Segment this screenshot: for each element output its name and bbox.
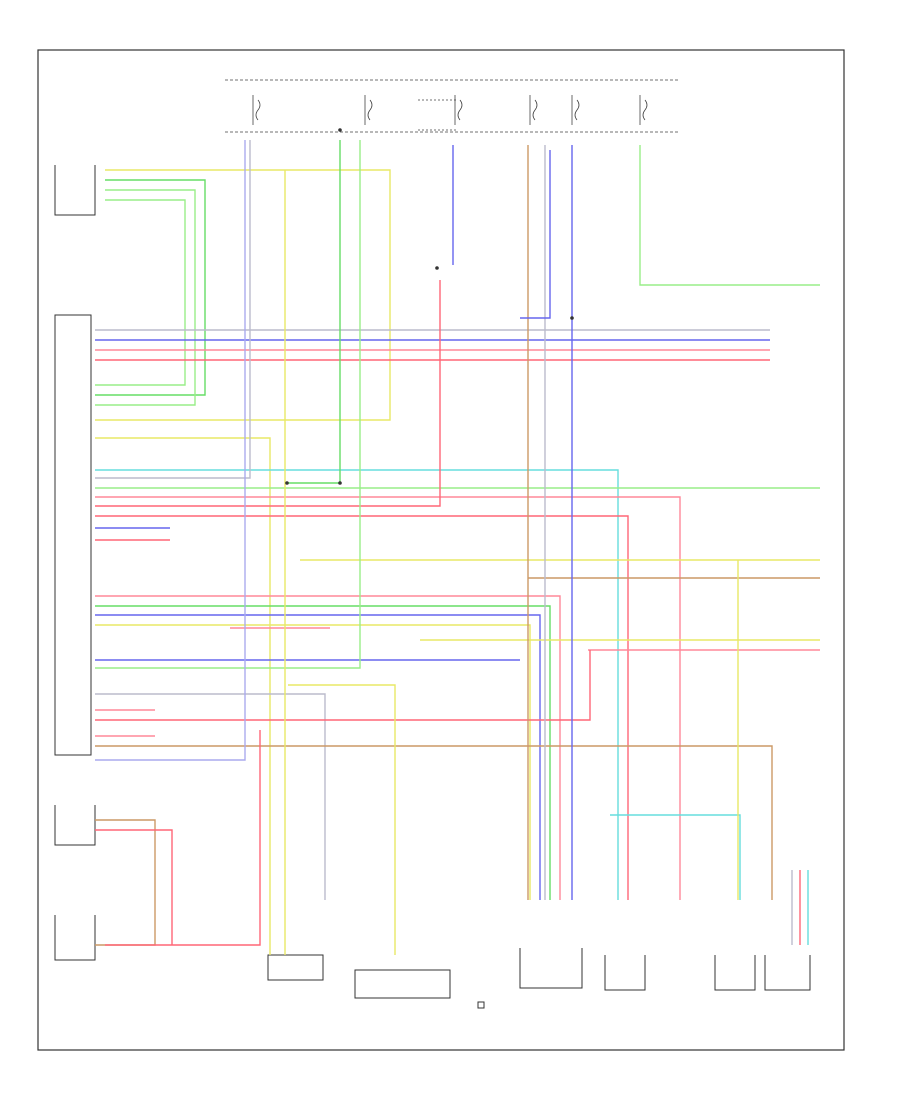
component-top-left: [54, 165, 96, 216]
wire-red: [95, 515, 629, 900]
junction-dots: [285, 128, 574, 485]
wire-lightblue: [95, 140, 246, 761]
connector-bottom-1: [267, 954, 324, 981]
sensor-left-bottom: [54, 915, 96, 961]
wire-yellow: [288, 684, 396, 955]
wire-red: [95, 280, 441, 507]
component-bottom-4: [714, 955, 756, 991]
wire-green: [95, 605, 551, 900]
component-bottom-5: [764, 955, 811, 991]
ground-point: [477, 1001, 485, 1009]
component-bottom-3: [604, 955, 646, 991]
wire-tan: [95, 819, 156, 946]
wire-pink: [95, 496, 681, 900]
wire-blue: [95, 614, 541, 900]
wire-lightgreen: [95, 189, 196, 406]
wire-cyan: [95, 469, 619, 900]
wire-red: [105, 730, 261, 946]
wire-yellow: [95, 624, 531, 900]
component-bottom-2: [519, 948, 583, 989]
diagram-frame: [37, 49, 845, 1051]
wire-lightgreen: [95, 140, 361, 669]
wire-blue: [520, 150, 551, 319]
wires: [95, 140, 820, 955]
wire-cyan: [610, 814, 741, 900]
wire-green: [95, 179, 206, 396]
wire-green: [287, 140, 341, 484]
component-left-lower: [54, 805, 96, 846]
wire-yellow: [95, 437, 271, 955]
wire-lightgreen: [639, 145, 820, 286]
wire-gray: [95, 693, 326, 900]
wire-tan: [95, 745, 773, 900]
control-module-connector: [54, 314, 92, 756]
wire-lightgreen: [95, 199, 186, 386]
wire-red: [95, 650, 591, 721]
wire-red: [95, 829, 173, 945]
wire-pink: [95, 595, 561, 900]
fuse-symbols: [252, 95, 648, 131]
switch-bottom: [354, 969, 451, 999]
wire-gray: [95, 140, 251, 479]
wire-yellow: [95, 169, 391, 421]
